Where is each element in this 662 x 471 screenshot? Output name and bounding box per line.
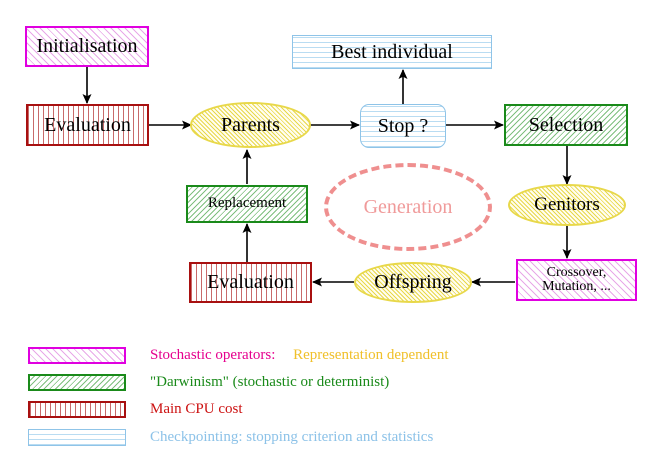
node-crossover-mutation-label: Crossover, Mutation, ... xyxy=(542,264,611,294)
node-replacement[interactable]: Replacement xyxy=(186,185,308,223)
legend-label-representation-dependent: Representation dependent xyxy=(293,346,449,363)
node-initialisation-label: Initialisation xyxy=(36,35,138,58)
node-stop[interactable]: Stop ? xyxy=(360,104,446,148)
node-evaluation-top[interactable]: Evaluation xyxy=(26,104,149,146)
node-selection-label: Selection xyxy=(528,113,604,136)
node-best-individual-label: Best individual xyxy=(331,40,453,63)
node-parents-label: Parents xyxy=(221,113,280,136)
legend-swatch-magenta-diagonal-hatch-icon xyxy=(28,346,126,364)
legend-row-darwinism: "Darwinism" (stochastic or determinist) xyxy=(28,371,389,393)
node-stop-label: Stop ? xyxy=(377,114,429,137)
legend-label-stochastic-operators: Stochastic operators: xyxy=(150,346,276,363)
generation-label: Generation xyxy=(363,195,453,218)
legend-row-stochastic: Stochastic operators: Representation dep… xyxy=(28,344,449,366)
node-genitors[interactable]: Genitors xyxy=(508,184,626,226)
node-selection[interactable]: Selection xyxy=(504,104,628,146)
node-crossover-mutation[interactable]: Crossover, Mutation, ... xyxy=(516,259,637,301)
node-evaluation-bottom-label: Evaluation xyxy=(207,271,294,294)
node-genitors-label: Genitors xyxy=(534,194,600,216)
node-offspring[interactable]: Offspring xyxy=(354,262,472,303)
legend-swatch-green-diagonal-hatch-icon xyxy=(28,373,126,391)
node-initialisation[interactable]: Initialisation xyxy=(25,26,149,67)
node-best-individual[interactable]: Best individual xyxy=(292,35,492,69)
legend-row-checkpointing: Checkpointing: stopping criterion and st… xyxy=(28,426,433,448)
legend-swatch-blue-horizontal-hatch-icon xyxy=(28,428,126,446)
node-evaluation-top-label: Evaluation xyxy=(44,113,131,136)
generation-loop-annotation: Generation xyxy=(324,163,492,251)
legend-label-main-cpu-cost: Main CPU cost xyxy=(150,400,243,417)
legend-row-cpu-cost: Main CPU cost xyxy=(28,398,243,420)
legend-label-checkpointing: Checkpointing: stopping criterion and st… xyxy=(150,428,434,445)
legend-swatch-red-vertical-hatch-icon xyxy=(28,400,126,418)
legend-label-darwinism: "Darwinism" (stochastic or determinist) xyxy=(150,373,390,390)
node-offspring-label: Offspring xyxy=(374,271,452,294)
node-replacement-label: Replacement xyxy=(207,195,287,212)
node-parents[interactable]: Parents xyxy=(190,102,311,148)
legend-text-stochastic: Stochastic operators: Representation dep… xyxy=(150,347,449,364)
node-evaluation-bottom[interactable]: Evaluation xyxy=(189,262,312,303)
